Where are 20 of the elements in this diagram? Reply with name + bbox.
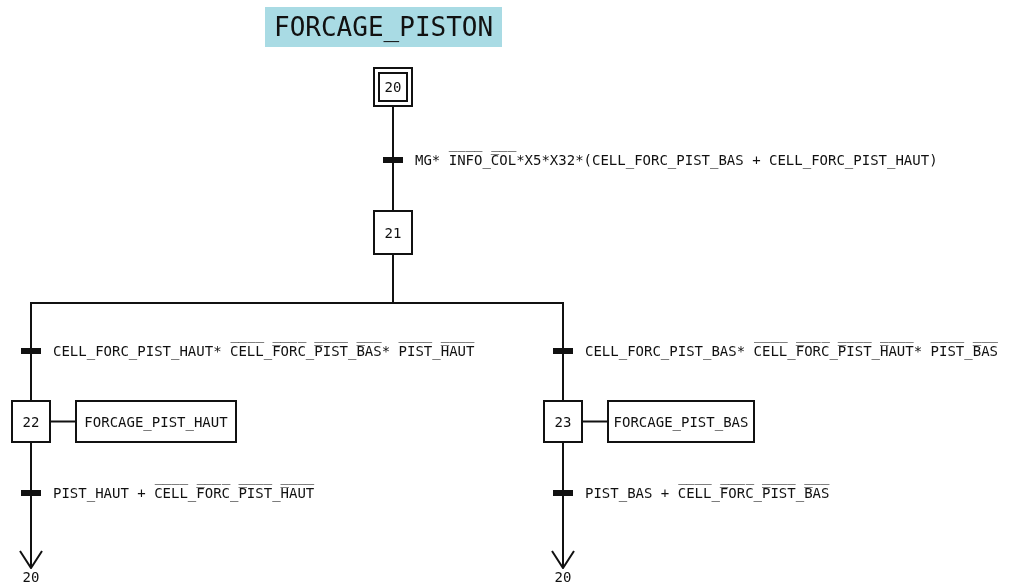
step-box: 23 xyxy=(543,400,583,443)
link-line xyxy=(392,106,394,211)
target-step-label: 20 xyxy=(18,568,44,586)
transition-condition: CELL_FORC_PIST_BAS* C̅E̅L̅L̅_̅F̅O̅R̅C̅_̅P̅I̅S̅T̅_̅H̅A̅U̅T̅* P̅I̅S̅T̅_̅B̅A̅S̅ xyxy=(585,341,998,361)
transition-condition: CELL_FORC_PIST_HAUT* C̅E̅L̅L̅_̅F̅O̅R̅C̅_̅P̅I̅S̅T̅_̅B̅A̅S̅* P̅I̅S̅T̅_̅H̅A̅U̅T̅ xyxy=(53,341,475,361)
step-box: 21 xyxy=(373,210,413,255)
link-line xyxy=(50,420,76,423)
action-box: FORCAGE_PIST_BAS xyxy=(607,400,755,443)
action-box: FORCAGE_PIST_HAUT xyxy=(75,400,237,443)
target-step-label: 20 xyxy=(550,568,576,586)
step-box: 22 xyxy=(11,400,51,443)
transition-condition: PIST_BAS + C̅E̅L̅L̅_̅F̅O̅R̅C̅_̅P̅I̅S̅T̅_̅B̅A̅S̅ xyxy=(585,483,830,503)
initial-step-box: 20 xyxy=(373,67,413,107)
link-line xyxy=(392,254,564,401)
diagram-title: FORCAGE_PISTON xyxy=(265,7,503,47)
transition-condition: PIST_HAUT + C̅E̅L̅L̅_̅F̅O̅R̅C̅_̅P̅I̅S̅T̅_̅H̅A̅U̅T̅ xyxy=(53,483,315,503)
arrow xyxy=(551,442,575,569)
arrow xyxy=(19,442,43,569)
transition-condition: MG* I̅N̅F̅O̅_̅C̅O̅L̅*X5*X32*(CELL_FORC_PIST_BAS + CELL_FORC_PIST_HAUT) xyxy=(415,150,938,170)
link-line xyxy=(582,420,608,423)
